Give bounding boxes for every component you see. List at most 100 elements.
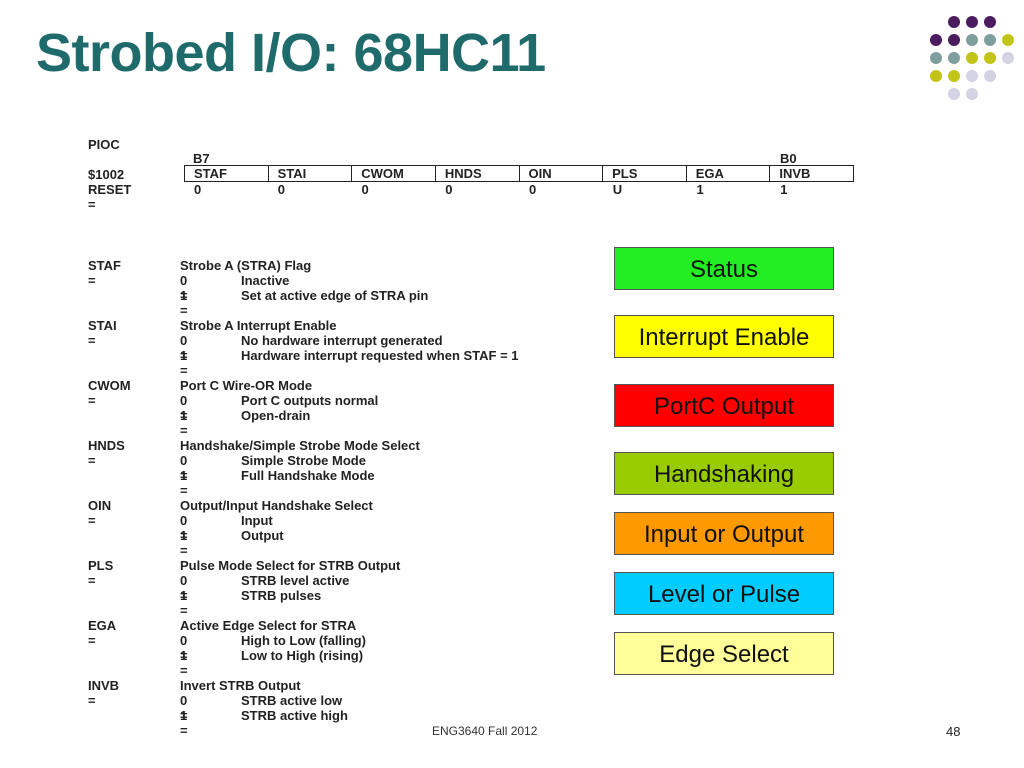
- slide-title: Strobed I/O: 68HC11: [36, 23, 546, 83]
- option-key: 0 =: [180, 633, 188, 663]
- decorative-dot: [984, 70, 996, 82]
- option-value: Set at active edge of STRA pin: [241, 288, 429, 303]
- field-name: CWOM =: [88, 378, 131, 408]
- bit-cell: HNDS: [434, 165, 519, 182]
- reset-value: 0: [194, 182, 202, 197]
- decorative-dot: [966, 34, 978, 46]
- register-name: PIOC: [88, 137, 120, 152]
- bit-cell: PLS: [602, 165, 687, 182]
- label-input-or-output: Input or Output: [614, 512, 834, 555]
- slide-footer: ENG3640 Fall 2012: [432, 724, 538, 736]
- bit-cell: STAF: [194, 166, 227, 181]
- option-value: Port C outputs normal: [241, 393, 379, 408]
- label-level-or-pulse: Level or Pulse: [614, 572, 834, 615]
- field-description: Pulse Mode Select for STRB Output: [180, 558, 401, 573]
- reset-value: 0: [277, 182, 285, 197]
- reset-value: 0: [445, 182, 453, 197]
- decorative-dot: [930, 70, 942, 82]
- field-description: Invert STRB Output: [180, 678, 301, 693]
- option-value: Low to High (rising): [241, 648, 364, 663]
- bit-low-label: B0: [780, 151, 797, 166]
- field-name: HNDS =: [88, 438, 125, 468]
- option-value: Output: [241, 528, 284, 543]
- bit-high-label: B7: [193, 151, 210, 166]
- field-description: Strobe A Interrupt Enable: [180, 318, 337, 333]
- option-key: 0 =: [180, 273, 188, 303]
- option-key: 1 =: [180, 588, 188, 618]
- decorative-dot: [930, 52, 942, 64]
- option-key: 1 =: [180, 648, 188, 678]
- field-description: Output/Input Handshake Select: [180, 498, 373, 513]
- reset-label: RESET =: [88, 182, 132, 212]
- option-value: Full Handshake Mode: [241, 468, 375, 483]
- option-key: 1 =: [180, 408, 188, 438]
- field-description: Port C Wire-OR Mode: [180, 378, 313, 393]
- label-portc-output: PortC Output: [614, 384, 834, 427]
- option-key: 0 =: [180, 393, 188, 423]
- field-name: STAF =: [88, 258, 121, 288]
- reset-value: U: [612, 182, 623, 197]
- field-description: Active Edge Select for STRA: [180, 618, 357, 633]
- decorative-dot: [966, 88, 978, 100]
- option-value: No hardware interrupt generated: [241, 333, 443, 348]
- option-value: Open-drain: [241, 408, 311, 423]
- decorative-dot: [1002, 34, 1014, 46]
- option-value: STRB pulses: [241, 588, 322, 603]
- bit-cell: STAI: [267, 165, 352, 182]
- reset-values-row: 0 0 0 0 0 U 1 1: [184, 182, 854, 197]
- option-value: Hardware interrupt requested when STAF =…: [241, 348, 519, 363]
- decorative-dot: [1002, 52, 1014, 64]
- decorative-dot: [966, 70, 978, 82]
- decorative-dot: [984, 34, 996, 46]
- decorative-dot: [948, 70, 960, 82]
- reset-value: 1: [780, 182, 788, 197]
- register-address: $1002: [88, 167, 125, 182]
- option-key: 0 =: [180, 693, 188, 723]
- field-description: Handshake/Simple Strobe Mode Select: [180, 438, 420, 453]
- option-key: 1 =: [180, 528, 188, 558]
- field-name: INVB =: [88, 678, 120, 708]
- decorative-dot: [930, 34, 942, 46]
- option-value: STRB active high: [241, 708, 348, 723]
- option-value: STRB level active: [241, 573, 350, 588]
- label-status: Status: [614, 247, 834, 290]
- label-interrupt-enable: Interrupt Enable: [614, 315, 834, 358]
- option-key: 1 =: [180, 468, 188, 498]
- bit-cell: INVB: [769, 165, 854, 182]
- page-number: 48: [946, 724, 961, 739]
- option-value: STRB active low: [241, 693, 343, 708]
- field-description: Strobe A (STRA) Flag: [180, 258, 312, 273]
- option-value: Input: [241, 513, 273, 528]
- decorative-dot: [948, 16, 960, 28]
- decorative-dot: [984, 16, 996, 28]
- reset-value: 0: [361, 182, 369, 197]
- bit-cell: CWOM: [351, 165, 436, 182]
- label-edge-select: Edge Select: [614, 632, 834, 675]
- option-value: Simple Strobe Mode: [241, 453, 366, 468]
- decorative-dot: [948, 88, 960, 100]
- option-key: 1 =: [180, 348, 188, 378]
- reset-value: 0: [529, 182, 537, 197]
- decorative-dot: [966, 16, 978, 28]
- field-name: PLS =: [88, 558, 114, 588]
- bit-cell: OIN: [518, 165, 603, 182]
- field-name: EGA =: [88, 618, 116, 648]
- option-key: 0 =: [180, 573, 188, 603]
- decorative-dot: [948, 52, 960, 64]
- option-key: 0 =: [180, 513, 188, 543]
- option-value: High to Low (falling): [241, 633, 366, 648]
- decorative-dot: [984, 52, 996, 64]
- bit-cell: EGA: [685, 165, 770, 182]
- option-key: 0 =: [180, 453, 188, 483]
- decorative-dot: [948, 34, 960, 46]
- label-handshaking: Handshaking: [614, 452, 834, 495]
- decorative-dot: [966, 52, 978, 64]
- option-value: Inactive: [241, 273, 290, 288]
- register-bit-table: STAF STAI CWOM HNDS OIN PLS EGA INVB: [184, 165, 854, 182]
- option-key: 1 =: [180, 288, 188, 318]
- option-key: 0 =: [180, 333, 188, 363]
- reset-value: 1: [696, 182, 704, 197]
- field-name: STAI =: [88, 318, 117, 348]
- field-name: OIN =: [88, 498, 112, 528]
- option-key: 1 =: [180, 708, 188, 738]
